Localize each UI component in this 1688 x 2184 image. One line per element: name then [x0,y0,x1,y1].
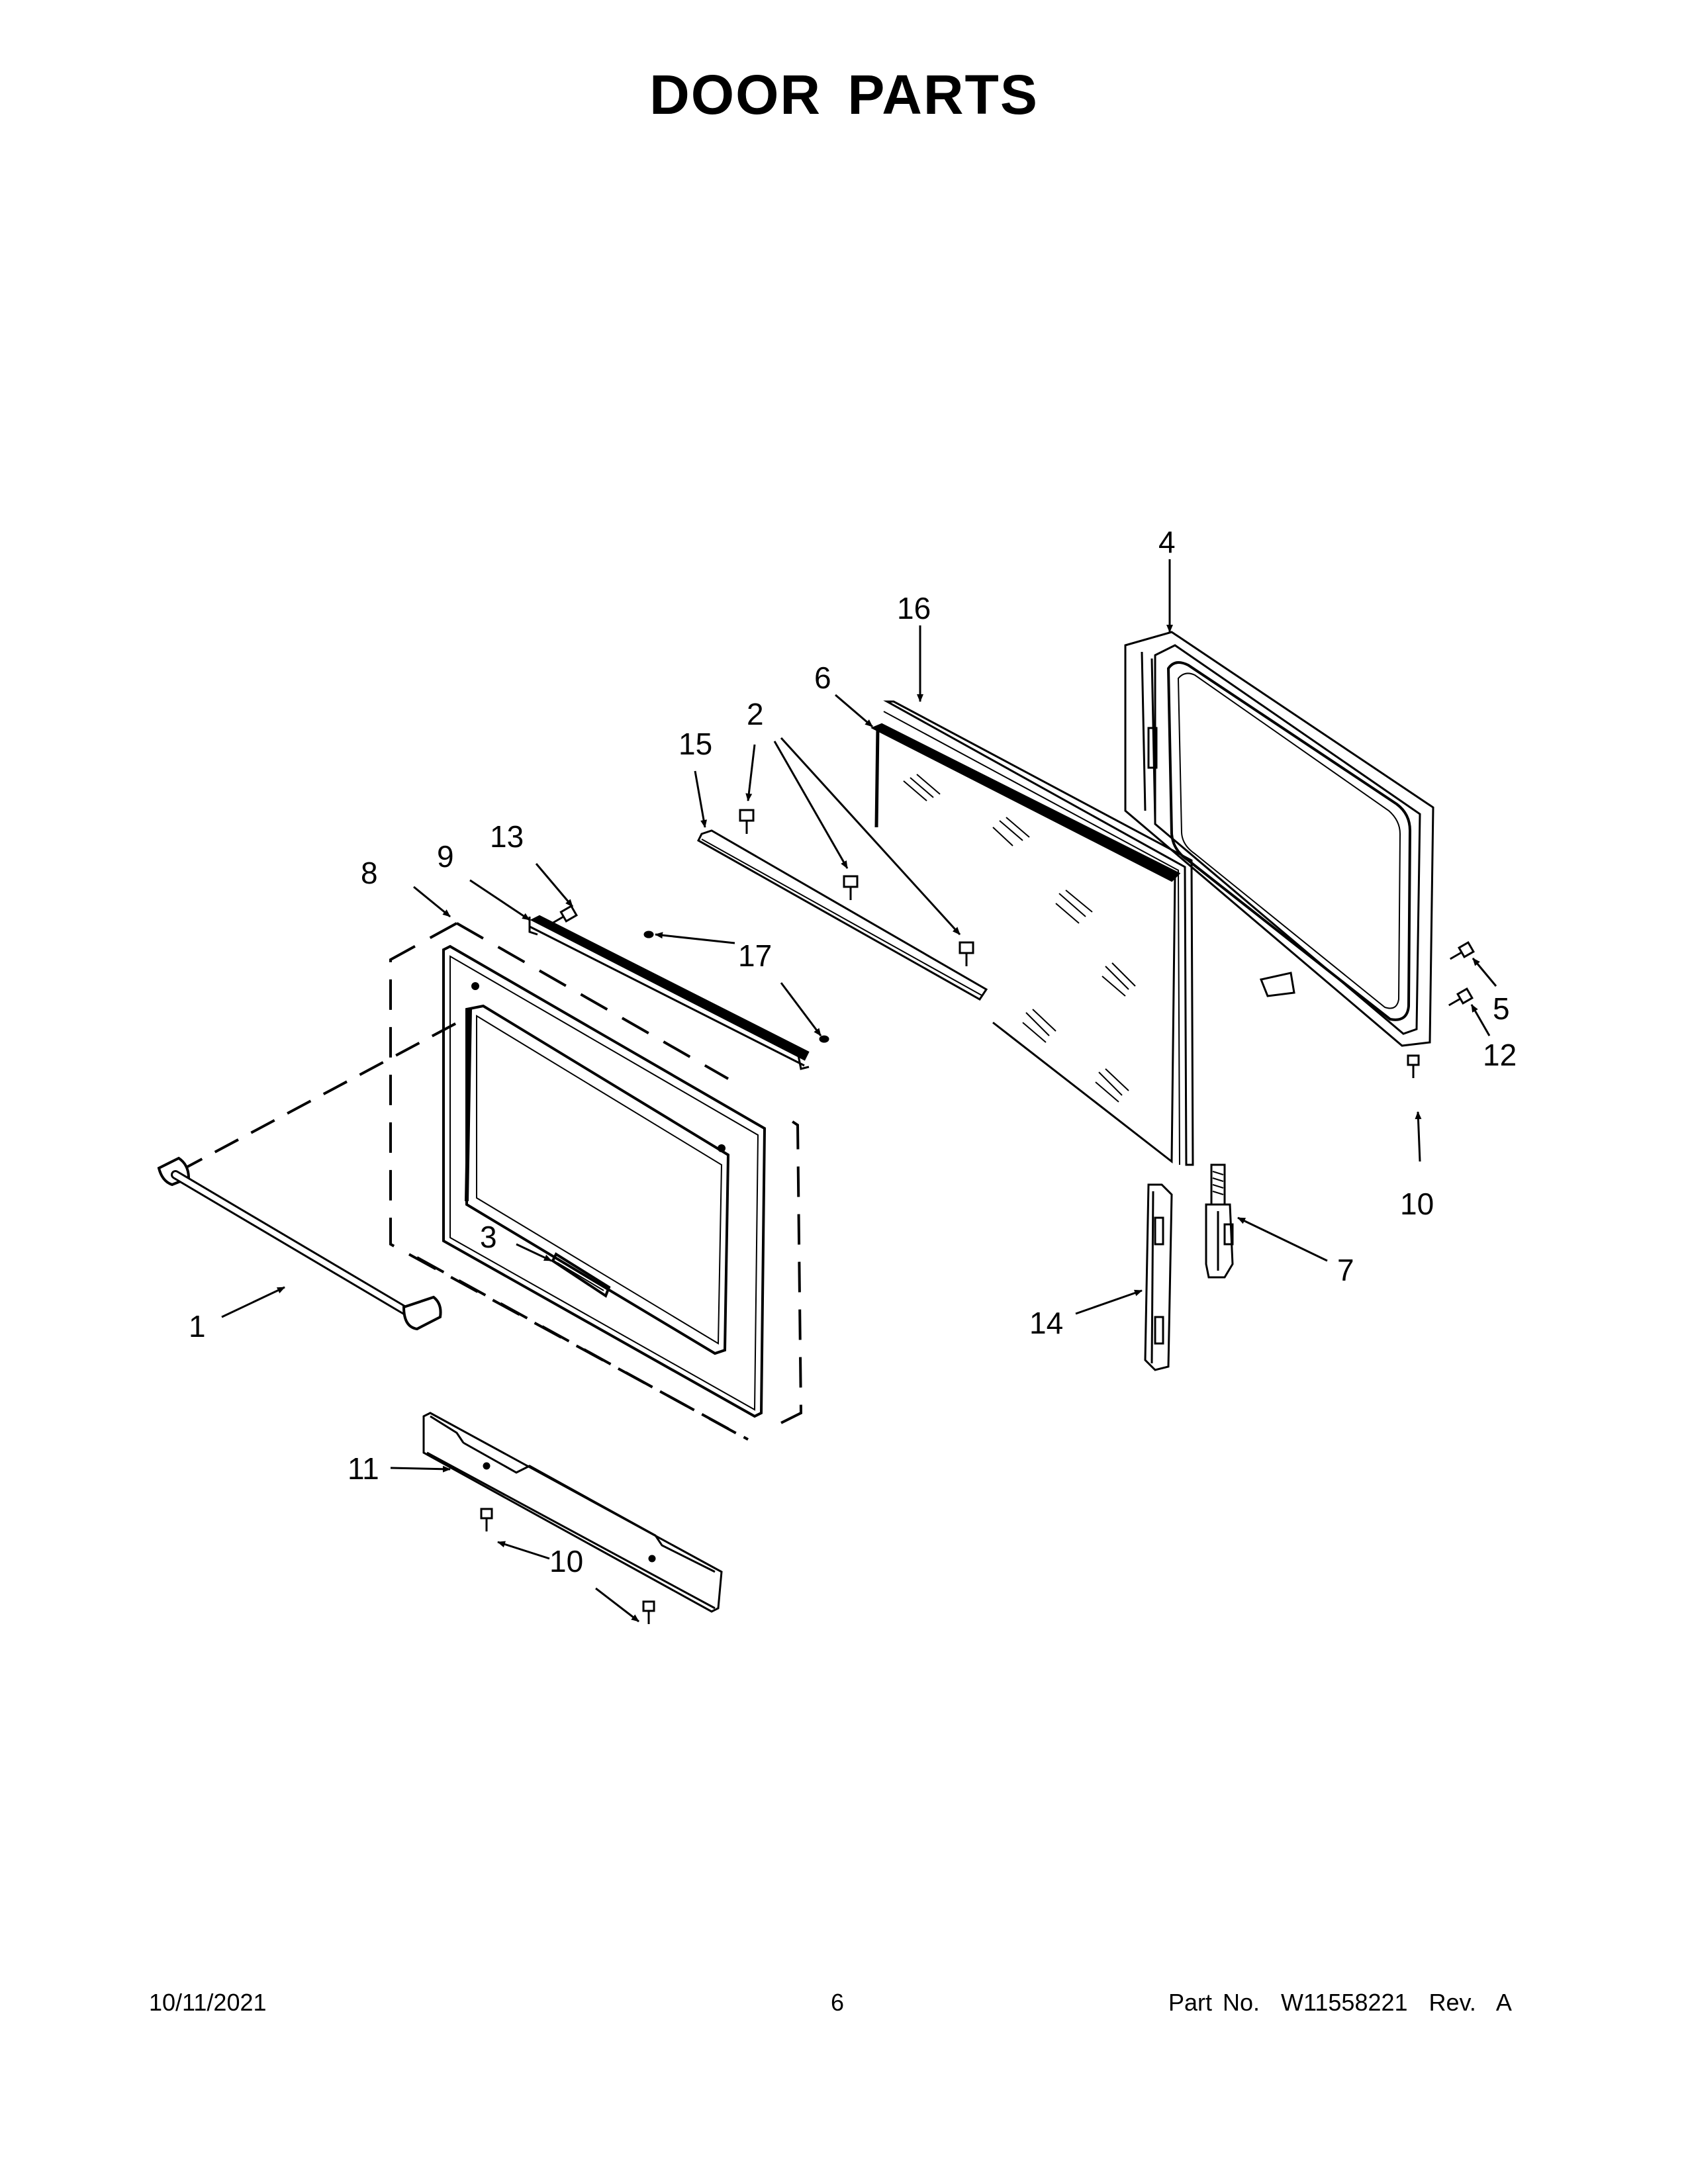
screw-part-5 [1450,941,1475,960]
door-gasket-part [883,700,1194,1166]
screw-part-12 [1448,987,1474,1007]
footer-date: 10/11/2021 [149,1989,267,2016]
callout-11: 11 [348,1451,379,1486]
screw-part-13 [550,905,578,925]
callout-9: 9 [437,839,454,874]
screw-part-2 [739,809,974,966]
glass-retainer-part [697,829,988,1001]
callout-10-right: 10 [1400,1187,1434,1221]
clip-part-17 [643,931,829,1043]
badge-part [551,1252,611,1298]
callout-14: 14 [1029,1306,1063,1340]
screw-part-10 [480,1054,1420,1624]
callout-13: 13 [490,819,524,854]
callout-4: 4 [1158,525,1176,559]
outer-door-dashed-outline [389,922,803,1441]
door-handle-part [157,1015,471,1331]
hinge-part [1205,1163,1234,1279]
callout-3: 3 [480,1220,497,1254]
leader-lines [221,559,1497,1623]
page-title: DOOR PARTS [649,64,1039,126]
outer-door-panel-part [442,944,767,1418]
callout-1: 1 [189,1309,206,1343]
callout-5: 5 [1493,991,1510,1026]
callout-15: 15 [679,727,712,761]
callouts: 4 16 6 2 15 13 9 8 17 5 12 10 7 14 3 1 1… [189,525,1517,1578]
callout-17: 17 [738,938,772,973]
callout-8: 8 [361,856,378,890]
inner-glass-part [870,723,1181,1164]
hinge-receiver-part [1144,1183,1173,1371]
callout-6: 6 [814,660,831,695]
callout-16: 16 [897,591,931,625]
callout-10-bottom: 10 [549,1544,583,1578]
callout-12: 12 [1483,1038,1517,1072]
footer-part-number: Part No. W11558221 Rev. A [1168,1989,1512,2016]
callout-2: 2 [747,697,764,731]
bottom-trim-part [422,1412,723,1613]
inner-door-liner-part [1124,631,1434,1047]
callout-7: 7 [1337,1253,1354,1287]
footer-page-number: 6 [831,1989,845,2016]
door-bracket-part [528,915,810,1070]
